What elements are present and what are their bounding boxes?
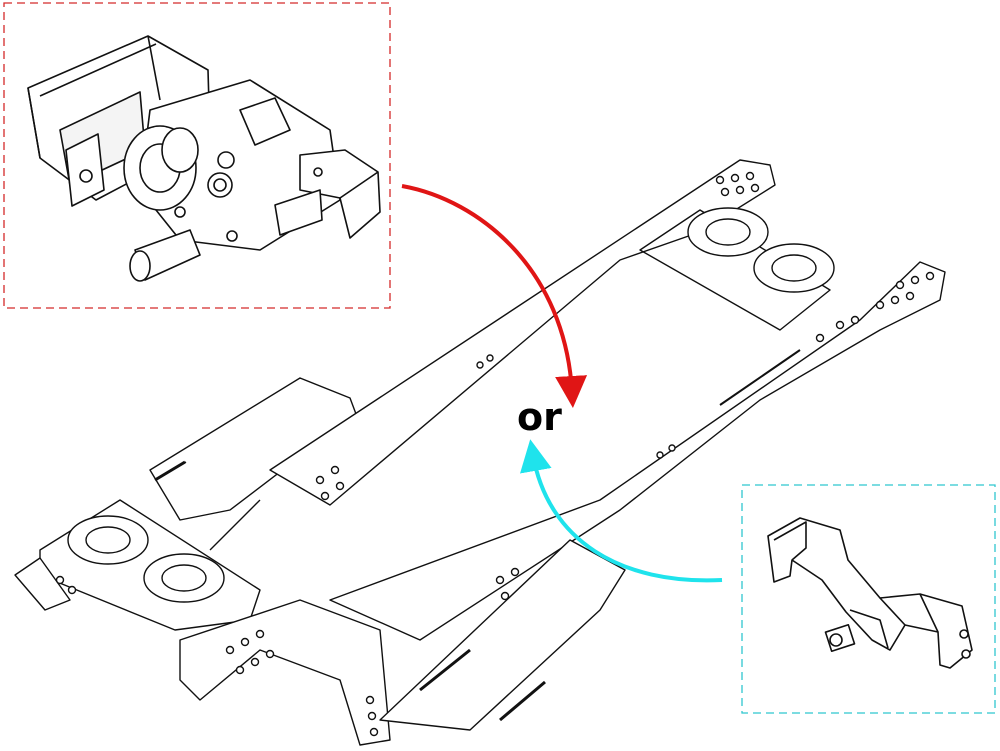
cyan-arrow <box>520 439 723 583</box>
red-arrow <box>401 184 588 408</box>
servo-gearbox-icon <box>27 35 381 282</box>
option-a-panel <box>3 2 391 309</box>
option-b-panel <box>741 484 996 714</box>
servo-bracket-icon <box>767 517 973 669</box>
option-b-dashed-border <box>741 484 996 714</box>
option-a-dashed-border <box>3 2 391 309</box>
or-label: or <box>517 395 562 439</box>
chassis-frame-icon <box>14 159 946 746</box>
